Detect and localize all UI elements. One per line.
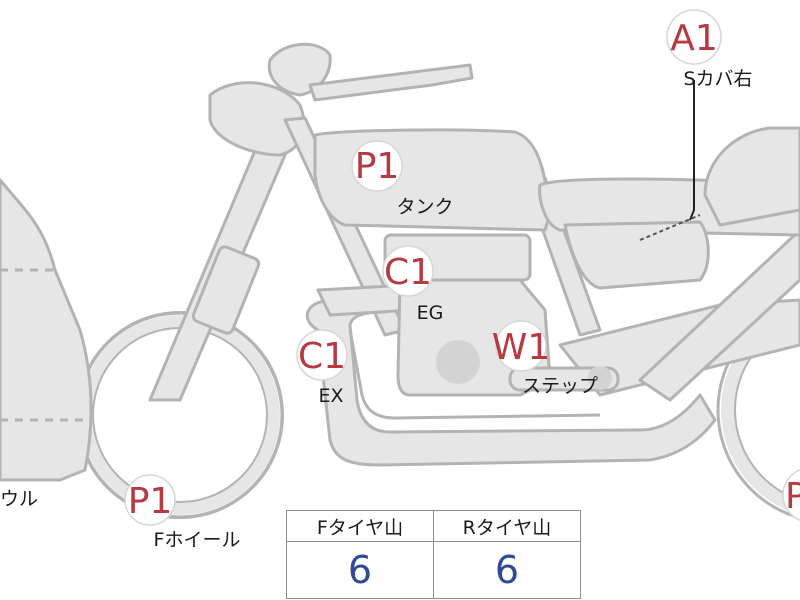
rear-tire-header: Rタイヤ山 xyxy=(433,510,581,542)
tire-tread-table: Fタイヤ山 Rタイヤ山 6 6 xyxy=(286,510,581,599)
marker-c1-exhaust[interactable]: C1 EX xyxy=(296,329,348,407)
a1-leader-line xyxy=(689,80,695,221)
svg-text:W1: W1 xyxy=(492,327,551,368)
marker-p1-tank[interactable]: P1 タンク xyxy=(351,140,454,218)
svg-text:Sカバ右: Sカバ右 xyxy=(683,68,752,90)
front-tire-value: 6 xyxy=(286,541,434,599)
exhaust-pipe xyxy=(305,298,717,467)
svg-text:C1: C1 xyxy=(298,336,346,377)
svg-text:Fホイール: Fホイール xyxy=(154,529,241,551)
svg-text:P: P xyxy=(785,476,800,517)
engine-cover-dot xyxy=(436,340,480,384)
marker-w1-step[interactable]: W1 ステップ xyxy=(492,320,598,397)
cowl-label: ウル xyxy=(0,488,38,510)
handlebar xyxy=(308,63,474,102)
front-cowl xyxy=(0,178,93,482)
svg-text:P1: P1 xyxy=(128,481,173,522)
marker-a1-rear-cover[interactable]: A1 Sカバ右 xyxy=(666,9,753,90)
marker-p1-front-wheel[interactable]: P1 Fホイール xyxy=(124,474,241,551)
front-tire-header: Fタイヤ山 xyxy=(286,510,434,542)
marker-c1-engine[interactable]: C1 EG xyxy=(382,245,444,324)
svg-text:P1: P1 xyxy=(355,146,400,187)
svg-text:タンク: タンク xyxy=(396,196,453,218)
svg-text:C1: C1 xyxy=(384,252,432,293)
marker-p1-rear-wheel[interactable]: P xyxy=(782,468,800,522)
svg-text:ステップ: ステップ xyxy=(522,375,598,397)
mirror xyxy=(267,42,332,97)
svg-text:EX: EX xyxy=(318,385,343,407)
svg-text:A1: A1 xyxy=(670,18,718,59)
rear-tail xyxy=(703,126,800,227)
rear-wheel xyxy=(716,300,800,520)
rear-tire-value: 6 xyxy=(433,541,581,599)
side-cover xyxy=(563,220,710,290)
svg-text:EG: EG xyxy=(417,302,444,324)
